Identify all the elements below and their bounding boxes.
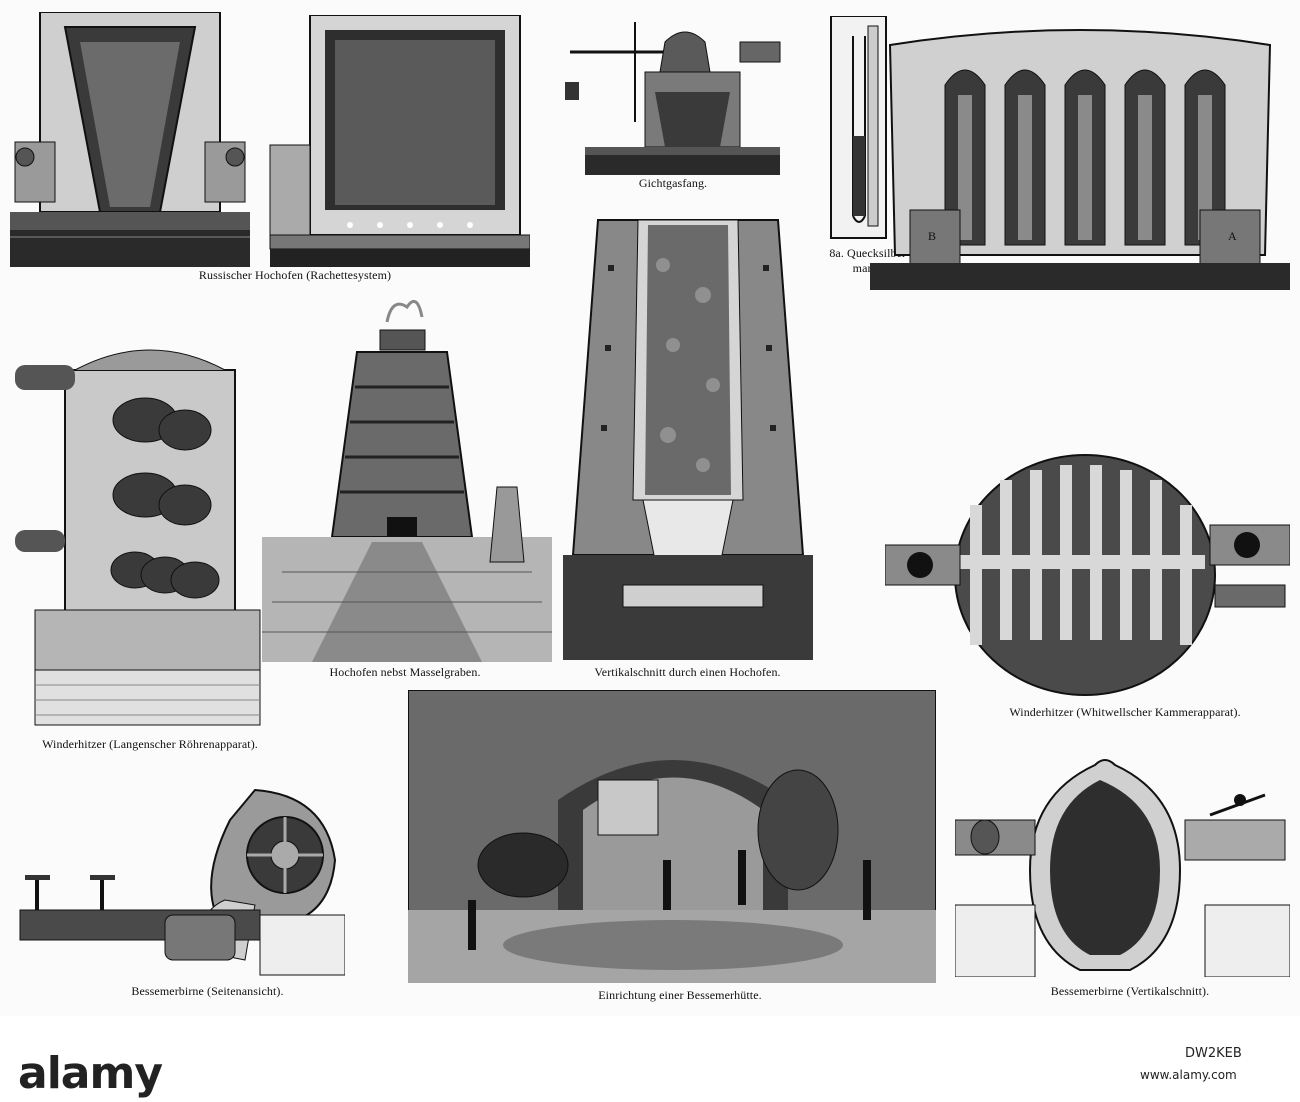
caption-hochofen-masselgraben: Hochofen nebst Masselgraben. [329,665,481,679]
whitwell-stove-elevation: B A [870,15,1290,290]
quecksilber-manometer-drawing [823,16,893,241]
bessemerhuette-drawing [408,690,936,983]
whitwell-stove-plan [885,445,1290,700]
caption-vertikalschnitt: Vertikalschnitt durch einen Hochofen. [594,665,781,679]
bessemer-side-drawing [15,780,345,980]
hochofen-masselgraben-drawing [262,292,552,662]
image-id: DW2KEB [1185,1046,1242,1061]
caption-winderhitzer-langen: Winderhitzer (Langenscher Röhrenapparat)… [42,737,258,751]
langen-stove-drawing [15,330,265,730]
caption-bessemer-vertikal: Bessemerbirne (Vertikalschnitt). [1050,984,1210,998]
caption-bessemer-seiten: Bessemerbirne (Seitenansicht). [131,984,284,998]
label-b: B [928,229,936,243]
vertikalschnitt-drawing [563,205,813,660]
russian-furnace-section-left [10,12,250,267]
watermark-bar: alamy [0,1016,1300,1102]
label-a: A [1228,229,1237,243]
caption-russischer-hochofen: Russischer Hochofen (Rachettesystem) [198,268,392,282]
bessemer-vertical-drawing [955,755,1290,977]
alamy-logo: alamy [18,1048,163,1099]
caption-winderhitzer-whitwell: Winderhitzer (Whitwellscher Kammerappara… [1009,705,1241,719]
caption-einrichtung: Einrichtung einer Bessemerhütte. [598,988,762,1002]
caption-quecksilber-1: 8a. Quecksilber- [829,246,910,260]
site-url: www.alamy.com [1140,1068,1237,1082]
gichtgasfang-drawing [560,12,785,177]
engraving-plate: Russischer Hochofen (Rachettesystem) Gic… [10,12,1290,1002]
russian-furnace-section-right [260,15,530,267]
caption-gichtgasfang: Gichtgasfang. [638,176,708,190]
